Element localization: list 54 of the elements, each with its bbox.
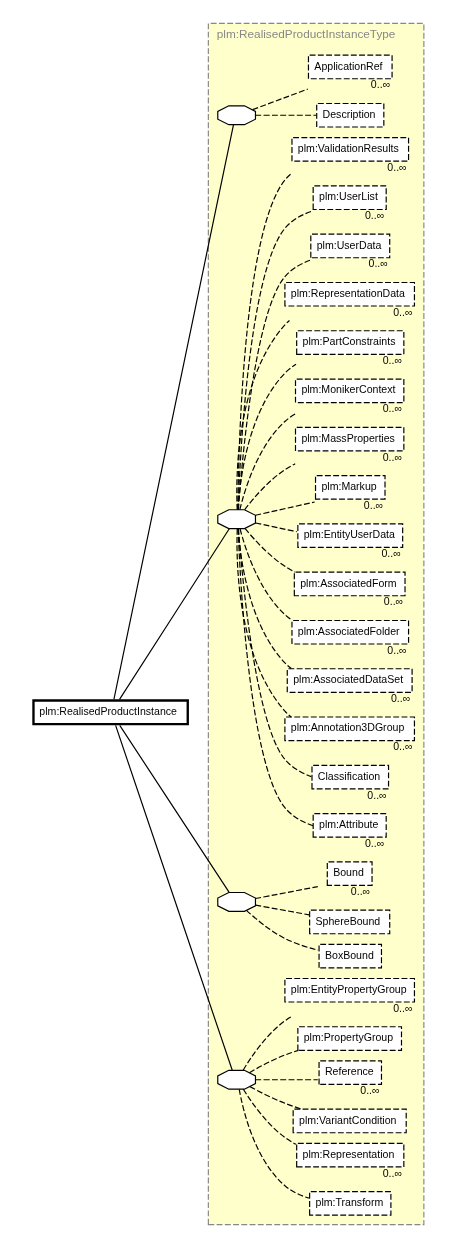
connector	[237, 528, 312, 778]
node-label: 0..∞	[368, 257, 388, 270]
connector	[237, 210, 314, 511]
node-label: 0..∞	[383, 595, 404, 608]
node-label: 0..∞	[387, 643, 407, 656]
node-label: 0..∞	[360, 1084, 380, 1097]
connector	[237, 173, 292, 511]
connector	[244, 463, 296, 511]
connector	[255, 114, 317, 116]
connector	[236, 528, 292, 718]
connector	[118, 528, 230, 700]
node-label: 0..∞	[367, 788, 387, 801]
node-label: 0..∞	[364, 836, 385, 849]
connector	[237, 363, 297, 511]
connector	[252, 88, 309, 111]
connector	[248, 1049, 300, 1074]
node-octagon	[217, 509, 257, 530]
connector	[255, 886, 319, 900]
node-label: 0..∞	[393, 305, 413, 318]
connector	[255, 1079, 319, 1081]
node-octagon	[217, 105, 257, 126]
node-label: 0..∞	[393, 740, 413, 753]
node-octagon	[217, 1069, 257, 1090]
connector	[237, 528, 292, 670]
node-label: 0..∞	[382, 402, 402, 415]
connector	[237, 259, 311, 510]
connector	[236, 319, 291, 511]
connector	[255, 522, 298, 533]
connector	[244, 528, 296, 573]
connector	[245, 909, 319, 951]
node-label: 0..∞	[382, 353, 402, 366]
connector	[239, 413, 296, 511]
connector	[239, 528, 293, 621]
connector	[255, 501, 316, 516]
connector	[237, 528, 314, 827]
connector	[238, 1088, 310, 1199]
node-label: 0..∞	[382, 450, 402, 463]
node-label: 0..∞	[387, 160, 407, 173]
node-label: 0..∞	[363, 498, 384, 511]
node-label: 0..∞	[393, 1001, 413, 1014]
node-label: 0..∞	[370, 78, 391, 91]
connector	[255, 904, 310, 916]
connector	[119, 724, 230, 893]
node-label: 0..∞	[364, 209, 385, 222]
node-label: 0..∞	[382, 1166, 402, 1179]
connector	[113, 124, 235, 700]
node-label: 0..∞	[390, 691, 411, 704]
connector	[249, 1086, 303, 1110]
connector	[115, 724, 233, 1071]
connector	[242, 1015, 293, 1071]
node-label: 0..∞	[381, 547, 401, 560]
connector	[242, 1088, 297, 1145]
node-octagon	[217, 891, 257, 912]
node-label: 0..∞	[350, 885, 371, 898]
